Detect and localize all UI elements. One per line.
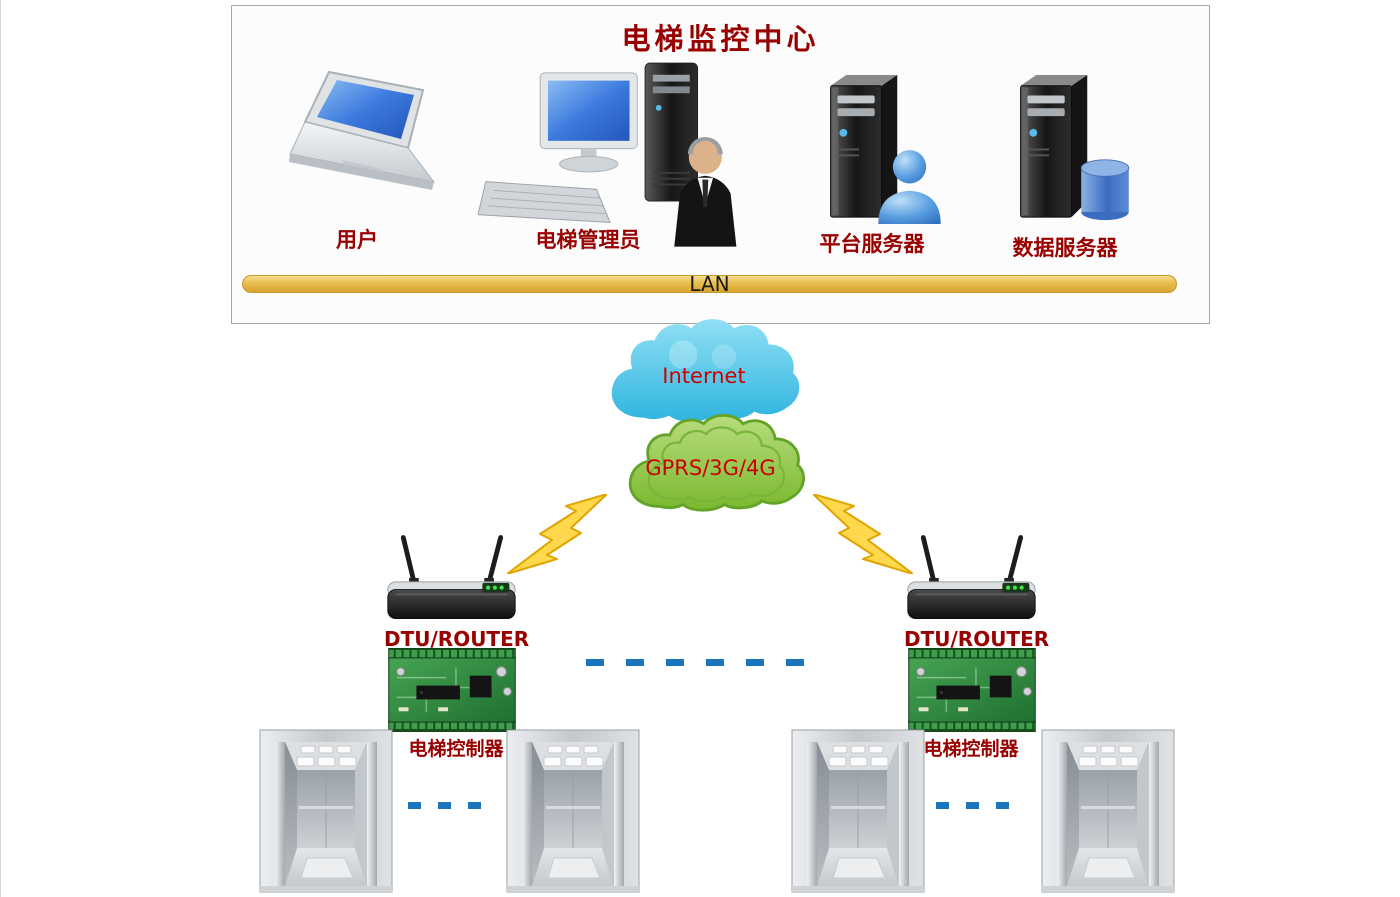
dash bbox=[746, 659, 764, 666]
elevator-car-icon-4 bbox=[1041, 729, 1175, 893]
dash bbox=[468, 802, 481, 809]
router-right-label: DTU/ROUTER bbox=[904, 627, 1050, 651]
router-left-label: DTU/ROUTER bbox=[384, 627, 530, 651]
dash bbox=[996, 802, 1009, 809]
user-label: 用户 bbox=[336, 228, 378, 252]
dash bbox=[438, 802, 451, 809]
controller-board-left-icon bbox=[388, 648, 516, 732]
monitoring-center-title: 电梯监控中心 bbox=[621, 22, 820, 56]
internet-cloud-icon bbox=[611, 319, 800, 422]
lightning-left-icon bbox=[507, 494, 607, 574]
dash bbox=[706, 659, 724, 666]
dash bbox=[626, 659, 644, 666]
lightning-right-icon bbox=[813, 494, 913, 574]
laptop-icon bbox=[288, 71, 435, 191]
dash bbox=[408, 802, 421, 809]
lan-bus: LAN bbox=[242, 274, 1177, 294]
controller-right-label: 电梯控制器 bbox=[923, 738, 1019, 760]
elevator-car-icon-3 bbox=[791, 729, 925, 893]
elevator-car-icon-1 bbox=[259, 729, 393, 893]
internet-label: Internet bbox=[662, 364, 746, 388]
database-server-icon bbox=[1000, 72, 1140, 224]
data-server-label: 数据服务器 bbox=[1012, 236, 1118, 260]
admin-label: 电梯管理员 bbox=[535, 228, 641, 252]
dash bbox=[966, 802, 979, 809]
elevator-ellipsis-dashes-right bbox=[936, 802, 1009, 809]
admin-workstation-icon bbox=[478, 62, 737, 247]
router-left-icon bbox=[384, 528, 519, 628]
controller-board-right-icon bbox=[908, 648, 1036, 732]
router-ellipsis-dashes bbox=[586, 659, 804, 666]
elevator-ellipsis-dashes-left bbox=[408, 802, 481, 809]
dash bbox=[786, 659, 804, 666]
monitoring-center-box: 电梯监控中心 用户 电梯管理员 平台服务器 数据服务器 LAN bbox=[231, 5, 1210, 324]
router-right-icon bbox=[904, 528, 1039, 628]
platform-server-label: 平台服务器 bbox=[819, 232, 925, 256]
elevator-car-icon-2 bbox=[506, 729, 640, 893]
dash bbox=[666, 659, 684, 666]
dash bbox=[586, 659, 604, 666]
gprs-label: GPRS/3G/4G bbox=[645, 456, 776, 480]
platform-server-icon bbox=[810, 72, 950, 224]
controller-left-label: 电梯控制器 bbox=[408, 738, 504, 760]
dash bbox=[936, 802, 949, 809]
